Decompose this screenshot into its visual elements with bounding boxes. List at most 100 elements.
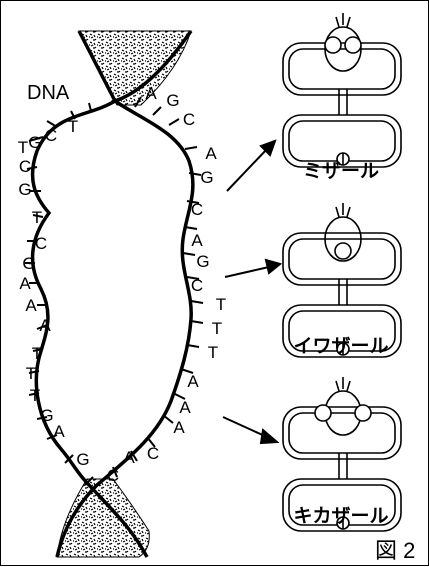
right-base: A	[187, 372, 199, 391]
right-tick	[134, 96, 142, 108]
right-tick	[168, 118, 180, 126]
right-base: C	[107, 466, 119, 485]
left-tick	[28, 370, 40, 374]
left-tick	[26, 166, 38, 170]
hand-over-left-ear	[314, 404, 332, 422]
left-tick	[32, 214, 44, 218]
right-base: C	[147, 444, 159, 463]
right-tick	[172, 392, 186, 400]
left-tick	[28, 392, 40, 396]
right-tick	[130, 450, 138, 462]
arms-inner	[288, 48, 396, 90]
arrow-head-mizaru	[259, 139, 277, 157]
left-base: T	[30, 386, 40, 405]
left-base: C	[19, 157, 31, 176]
arms-outer	[282, 42, 402, 96]
left-tick	[88, 102, 92, 112]
right-strand-ticks	[112, 96, 204, 478]
right-tick	[182, 252, 196, 256]
right-tick	[186, 344, 200, 348]
right-base: A	[191, 231, 203, 250]
left-tick	[84, 476, 94, 486]
legs-outer	[282, 114, 402, 168]
right-tick	[190, 320, 204, 324]
hand-over-left-eye	[324, 36, 342, 54]
left-tick	[36, 416, 48, 420]
left-base: G	[28, 133, 41, 152]
right-base: A	[173, 418, 185, 437]
left-base: G	[22, 254, 35, 273]
right-tick	[146, 436, 156, 448]
hand-over-right-eye	[344, 36, 362, 54]
caption-iwazaru: イワザール	[293, 335, 388, 357]
figure-label: 図 2	[375, 538, 415, 563]
right-base: A	[145, 84, 157, 103]
left-tick	[36, 324, 48, 330]
right-tick	[112, 466, 118, 478]
right-base: T	[212, 319, 222, 338]
arrow-head-iwazaru	[264, 258, 283, 275]
arms-outer	[282, 406, 402, 460]
right-base: C	[183, 110, 195, 129]
right-base: C	[191, 200, 203, 219]
arrow-head-kikazaru	[259, 428, 280, 445]
right-tick	[186, 276, 200, 280]
monkey-icon-eyes	[282, 13, 402, 168]
arms-outer	[282, 232, 402, 286]
right-tick	[184, 226, 198, 230]
hand-over-right-ear	[354, 404, 372, 422]
left-tick	[32, 348, 44, 352]
arrows	[222, 139, 283, 445]
left-tick	[46, 434, 58, 440]
right-base: G	[166, 91, 179, 110]
right-tick	[152, 106, 162, 116]
dna-right-strand	[55, 30, 195, 558]
arms-inner	[288, 412, 396, 454]
caption-kikazaru: キカザール	[293, 505, 388, 527]
right-tick	[162, 414, 174, 424]
hair-strokes	[335, 377, 351, 392]
right-tick	[190, 300, 204, 304]
right-tick	[184, 146, 198, 150]
right-base: C	[191, 276, 203, 295]
left-base: C	[35, 234, 47, 253]
left-tick	[70, 110, 76, 120]
right-tick	[186, 200, 200, 204]
left-base: T	[26, 364, 36, 383]
left-base: G	[76, 450, 89, 469]
right-base: G	[200, 168, 213, 187]
right-base: G	[196, 252, 209, 271]
hair-strokes	[335, 13, 351, 28]
hand-over-mouth	[334, 242, 352, 260]
left-base: A	[53, 422, 65, 441]
dna-left-strand	[30, 30, 149, 558]
left-tick	[64, 454, 74, 464]
left-base: T	[68, 117, 78, 136]
left-base: A	[19, 274, 31, 293]
hair-strokes	[335, 203, 351, 218]
right-base: A	[123, 448, 135, 467]
left-base: T	[32, 208, 42, 227]
arrow-to-mizaru	[226, 148, 268, 192]
monkey-icon-ears	[282, 377, 402, 532]
left-base: G	[40, 406, 53, 425]
left-base: T	[32, 344, 42, 363]
left-base: G	[18, 180, 31, 199]
right-base: A	[205, 144, 217, 163]
left-base: C	[45, 126, 57, 145]
left-strand-ticks	[25, 102, 94, 486]
monkey-icon-mouth	[282, 203, 402, 358]
left-tick	[46, 120, 58, 128]
arrow-to-kikazaru	[222, 416, 268, 438]
right-base: T	[216, 295, 226, 314]
legs-outer	[282, 304, 402, 358]
right-base: T	[208, 343, 218, 362]
left-base: T	[18, 138, 28, 157]
left-base: A	[25, 296, 37, 315]
left-base: A	[39, 316, 51, 335]
caption-mizaru: ミザール	[303, 160, 379, 182]
left-tick	[28, 136, 44, 142]
